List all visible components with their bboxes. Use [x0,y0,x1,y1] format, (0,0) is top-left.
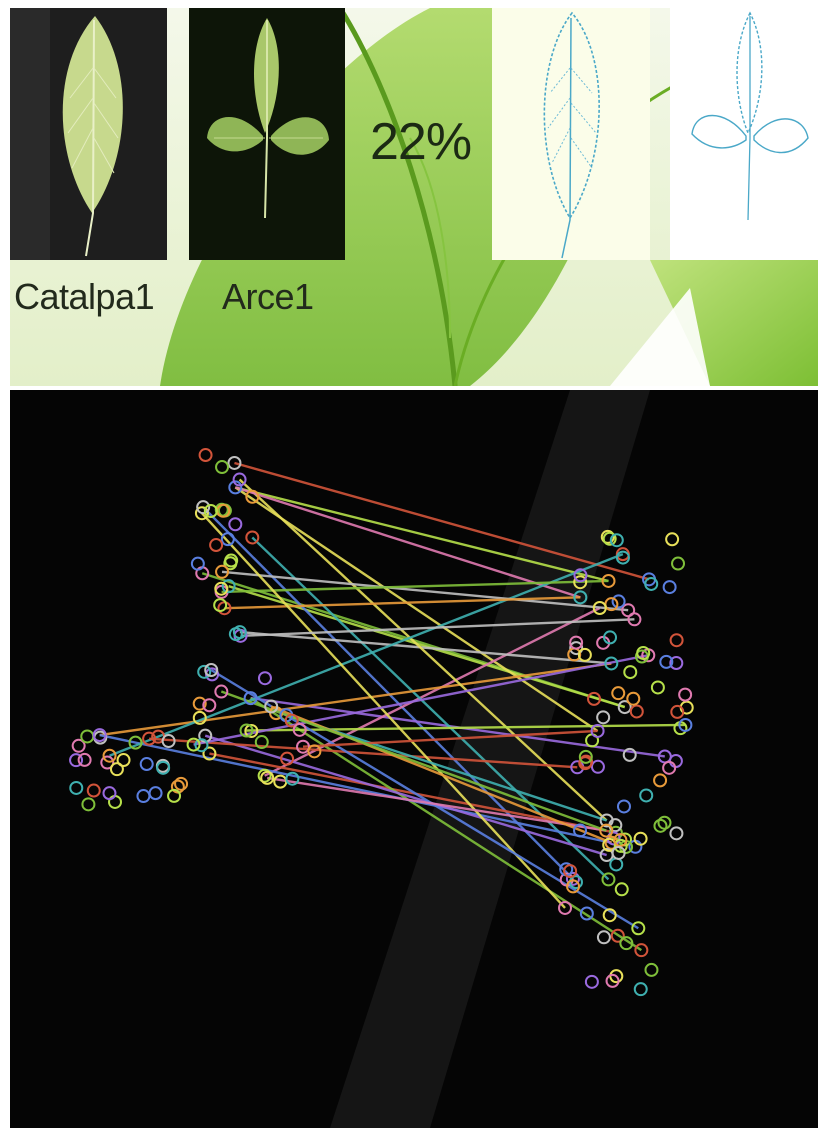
keypoint-marker [627,693,639,705]
keypoint-marker [635,983,647,995]
keypoint-marker [175,778,187,790]
keypoint-marker [613,595,625,607]
keypoint-marker [670,827,682,839]
keypoint-marker [150,787,162,799]
similarity-percentage: 22% [370,112,471,172]
catalpa-label: Catalpa1 [14,276,154,318]
keypoint-marker [81,730,93,742]
keypoint-marker [652,681,664,693]
background-shadow [330,390,650,1128]
catalpa-outline-image [492,8,650,260]
keypoint-marker [103,787,115,799]
keypoint-marker [82,798,94,810]
keypoint-marker [88,785,100,797]
keypoint-marker [598,931,610,943]
keypoint-marker [597,711,609,723]
keypoint-marker [229,518,241,530]
keypoint-marker [640,789,652,801]
keypoint-marker [610,858,622,870]
keypoint-marker [210,539,222,551]
keypoint-marker [222,533,234,545]
keypoint-marker [618,800,630,812]
keypoint-marker [663,762,675,774]
keypoint-marker [137,790,149,802]
keypoint-marker [666,533,678,545]
keypoint-marker [216,461,228,473]
arce-leaf-image [189,8,345,260]
keypoint-marker [141,758,153,770]
keypoint-marker [602,873,614,885]
keypoint-marker [672,558,684,570]
keypoint-marker [664,581,676,593]
keypoint-marker [654,774,666,786]
keypoint-marker [259,672,271,684]
catalpa-leaf-image [10,8,167,260]
keypoint-marker [70,782,82,794]
feature-matching-visualization [10,390,818,1128]
keypoint-marker [200,449,212,461]
keypoint-marker [671,634,683,646]
keypoint-match-canvas [10,390,818,1128]
keypoint-marker [111,763,123,775]
keypoint-marker [616,883,628,895]
arce-label: Arce1 [222,276,314,318]
keypoint-marker [612,687,624,699]
arce-outline-image [670,8,818,260]
leaf-comparison-banner: Catalpa1 Arce1 22% [10,8,818,386]
keypoint-marker [79,754,91,766]
keypoint-marker [679,689,691,701]
keypoint-marker [645,964,657,976]
keypoint-marker [592,761,604,773]
keypoint-marker [586,976,598,988]
keypoint-marker [624,666,636,678]
keypoint-marker [109,796,121,808]
keypoint-marker [631,705,643,717]
